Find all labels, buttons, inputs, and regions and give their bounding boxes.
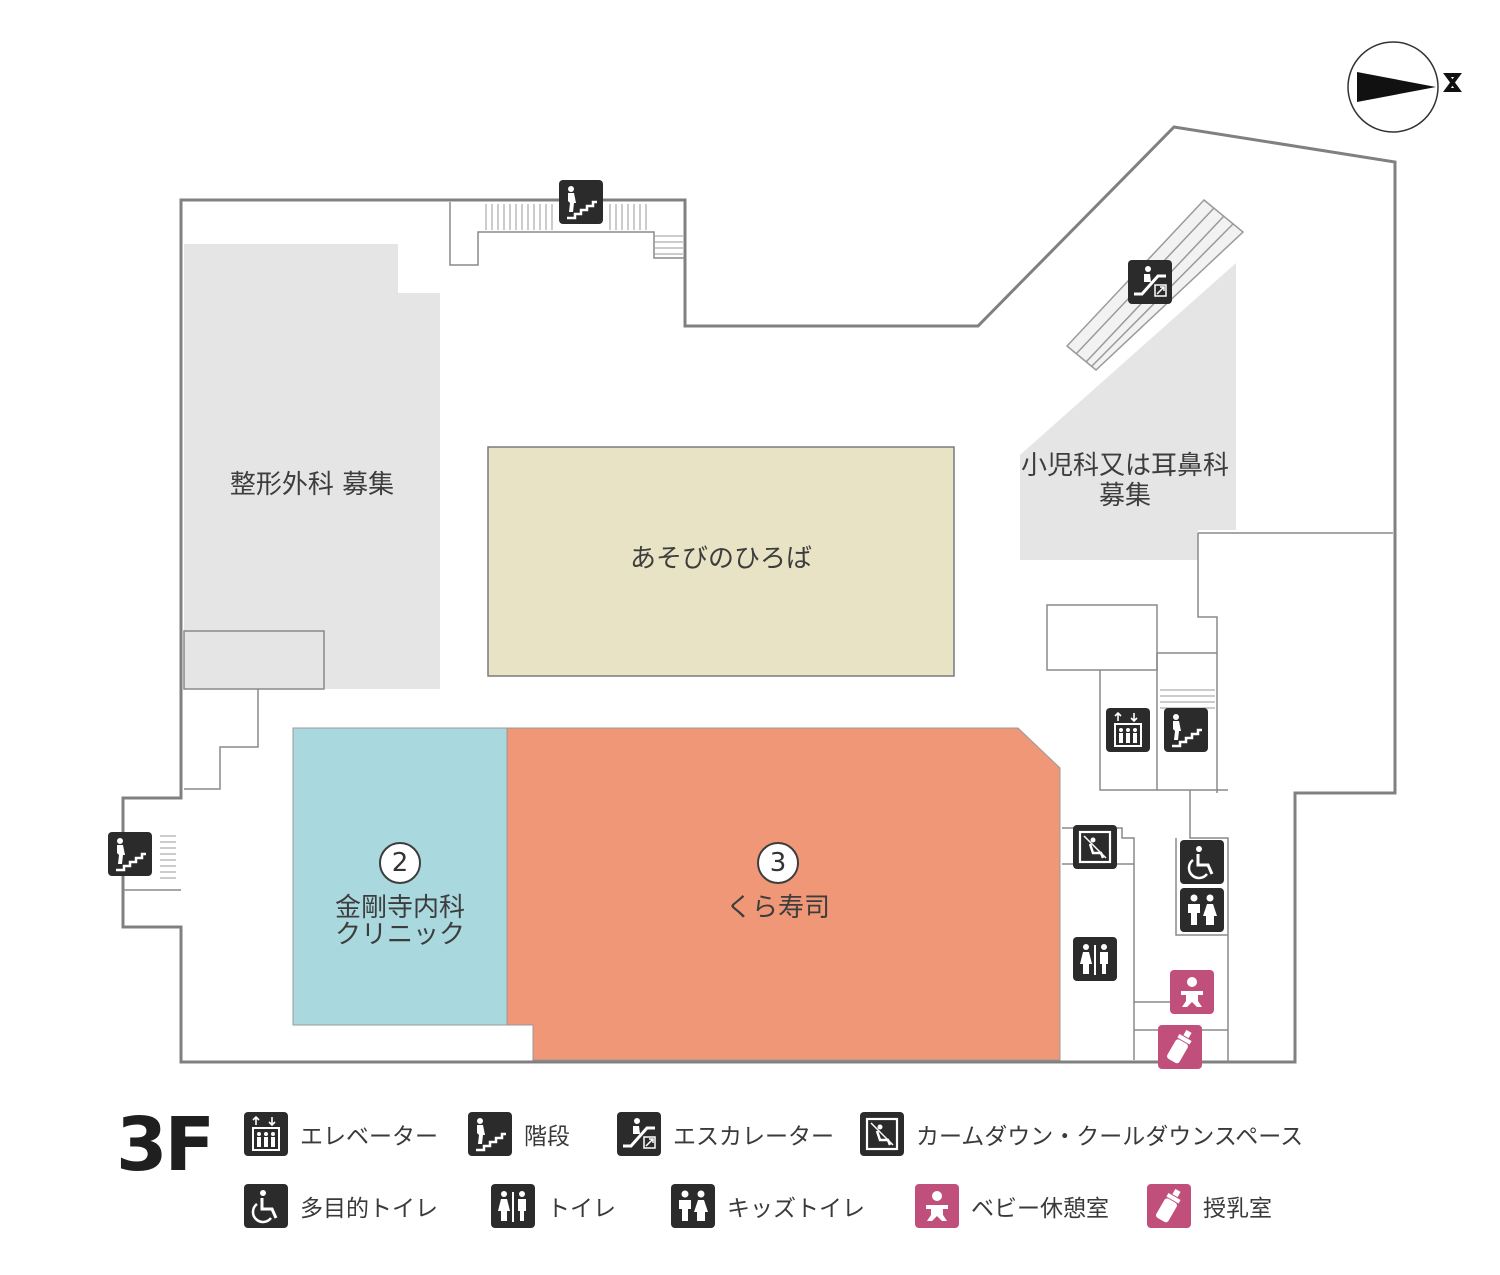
- legend-item-baby-rest: ベビー休憩室: [915, 1183, 1109, 1229]
- legend-label: カームダウン・クールダウンスペース: [916, 1124, 1304, 1150]
- legend-item-nursing-room: 授乳室: [1147, 1183, 1272, 1229]
- kids-toilet-icon: [671, 1184, 715, 1228]
- pediatrics-label-line1: 小児科又は耳鼻科: [1020, 451, 1229, 481]
- clinic-number-badge: 2: [379, 842, 421, 884]
- stairs-icon[interactable]: [559, 180, 603, 224]
- sushi-unit[interactable]: [506, 727, 1061, 1061]
- multipurpose-toilet-icon[interactable]: [1180, 840, 1224, 884]
- toilet-icon[interactable]: [1073, 937, 1117, 981]
- nursing-room-icon[interactable]: [1158, 1025, 1202, 1069]
- baby-rest-room-icon: [915, 1184, 959, 1228]
- legend-label: 多目的トイレ: [300, 1196, 438, 1222]
- legend-label: ベビー休憩室: [971, 1196, 1109, 1222]
- pediatrics-vacant-area: [1020, 263, 1236, 560]
- legend-item-stairs: 階段: [468, 1111, 570, 1157]
- clinic-label-line1: 金剛寺内科: [334, 893, 465, 923]
- playground-label: あそびのひろば: [629, 544, 812, 574]
- elevator-icon[interactable]: [1106, 708, 1150, 752]
- escalator-icon: [617, 1112, 661, 1156]
- orthopedics-vacant-area: [184, 244, 440, 689]
- elevator-icon: [244, 1112, 288, 1156]
- calm-down-space-icon[interactable]: [1073, 825, 1117, 869]
- baby-rest-room-icon[interactable]: [1170, 970, 1214, 1014]
- playground-area[interactable]: [487, 446, 955, 677]
- legend-item-escalator: エスカレーター: [617, 1111, 834, 1157]
- sushi-label: くら寿司: [725, 893, 830, 923]
- legend-label: エスカレーター: [673, 1124, 834, 1150]
- stairs-icon[interactable]: [1164, 708, 1208, 752]
- legend-item-kids-toilet: キッズトイレ: [671, 1183, 865, 1229]
- compass-icon: [1347, 41, 1462, 133]
- legend-item-calm-down: カームダウン・クールダウンスペース: [860, 1111, 1303, 1157]
- sushi-number-badge: 3: [757, 842, 799, 884]
- legend-label: エレベーター: [300, 1124, 438, 1150]
- legend-label: トイレ: [547, 1196, 616, 1222]
- escalator-icon[interactable]: [1128, 260, 1172, 304]
- stairs-icon: [468, 1112, 512, 1156]
- legend-label: 授乳室: [1203, 1196, 1272, 1222]
- legend-label: キッズトイレ: [727, 1196, 865, 1222]
- multipurpose-toilet-icon: [244, 1184, 288, 1228]
- legend-item-multipurpose-toilet: 多目的トイレ: [244, 1183, 438, 1229]
- nursing-room-icon: [1147, 1184, 1191, 1228]
- calm-down-space-icon: [860, 1112, 904, 1156]
- toilet-icon: [491, 1184, 535, 1228]
- legend-item-toilet: トイレ: [491, 1183, 616, 1229]
- service-walls: [123, 202, 1393, 1062]
- pediatrics-label-line2: 募集: [1098, 481, 1151, 511]
- floor-label: 3F: [116, 1102, 215, 1188]
- orthopedics-label: 整形外科 募集: [229, 470, 395, 500]
- kids-toilet-icon[interactable]: [1180, 888, 1224, 932]
- legend-label: 階段: [524, 1124, 570, 1150]
- legend-item-elevator: エレベーター: [244, 1111, 438, 1157]
- stairs-icon[interactable]: [108, 832, 152, 876]
- clinic-label-line2: クリニック: [334, 920, 465, 950]
